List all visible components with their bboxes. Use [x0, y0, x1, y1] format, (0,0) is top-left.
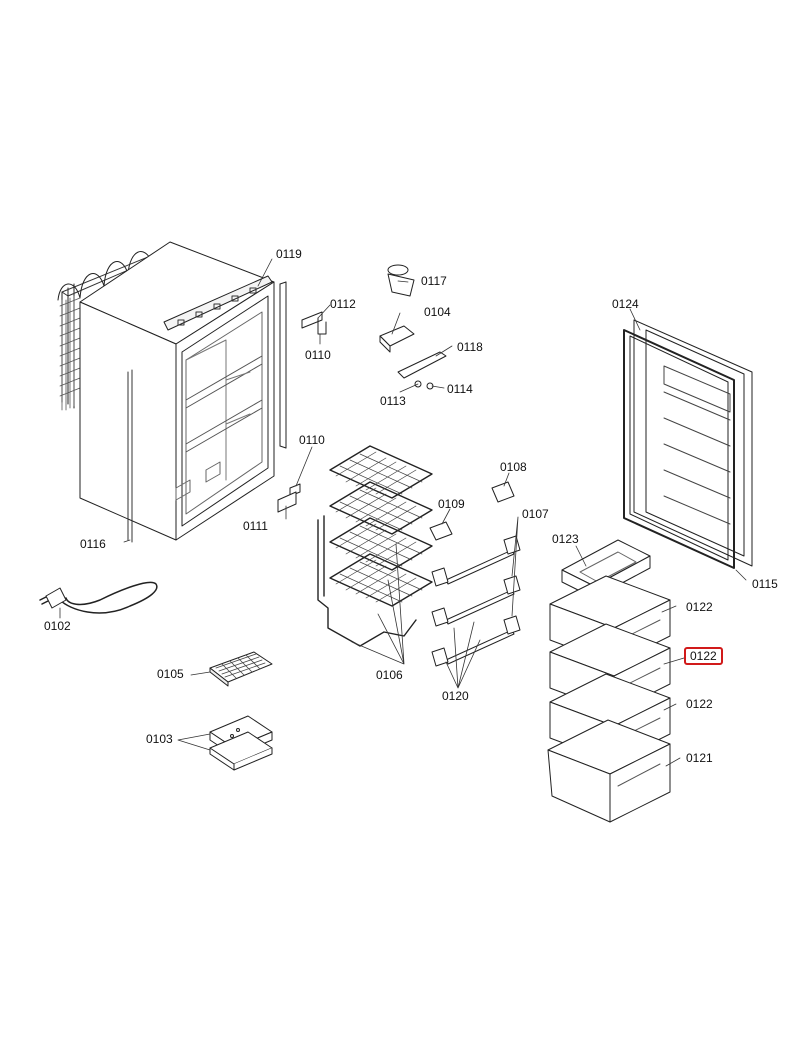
part-label-0110: 0110 — [305, 348, 331, 362]
part-label-0105: 0105 — [157, 667, 184, 681]
cool-packs-drawing — [209, 715, 273, 771]
part-label-0119: 0119 — [276, 247, 302, 261]
shelf-support-rails-drawing — [429, 481, 521, 667]
part-label-0116: 0116 — [80, 537, 106, 551]
part-label-0109: 0109 — [438, 497, 465, 511]
part-label-0122-top: 0122 — [686, 600, 713, 614]
part-label-0110-lower: 0110 — [299, 433, 325, 447]
part-label-0117: 0117 — [421, 274, 447, 288]
part-label-0111: 0111 — [243, 519, 268, 533]
part-label-0112: 0112 — [330, 297, 356, 311]
drawers-drawing — [547, 539, 671, 823]
part-label-0103: 0103 — [146, 732, 173, 746]
part-label-0122-highlighted[interactable]: 0122 — [684, 647, 723, 665]
part-label-0120: 0120 — [442, 689, 469, 703]
door-seal-strip-drawing — [279, 281, 287, 449]
leader-lines — [59, 258, 747, 767]
thermostat-parts-drawing — [379, 264, 447, 390]
wire-shelves-drawing — [317, 445, 433, 647]
part-label-0106: 0106 — [376, 668, 403, 682]
hinge-bracket-drawing — [277, 311, 327, 513]
cabinet-drawing — [79, 241, 275, 543]
part-label-0102: 0102 — [44, 619, 71, 633]
part-label-0114: 0114 — [447, 382, 473, 396]
part-label-0107: 0107 — [522, 507, 549, 521]
part-label-0118: 0118 — [457, 340, 483, 354]
part-label-0104: 0104 — [424, 305, 451, 319]
part-label-0115: 0115 — [752, 577, 778, 591]
ice-tray-drawing — [209, 651, 273, 687]
part-label-0124: 0124 — [612, 297, 639, 311]
power-cord-drawing — [39, 581, 158, 614]
part-label-0113: 0113 — [380, 394, 406, 408]
door-and-gasket-drawing — [623, 319, 753, 569]
part-label-0122-bottom: 0122 — [686, 697, 713, 711]
part-label-0121: 0121 — [686, 751, 713, 765]
condenser-drawing — [57, 247, 171, 411]
part-label-0123: 0123 — [552, 532, 579, 546]
part-label-0108: 0108 — [500, 460, 527, 474]
